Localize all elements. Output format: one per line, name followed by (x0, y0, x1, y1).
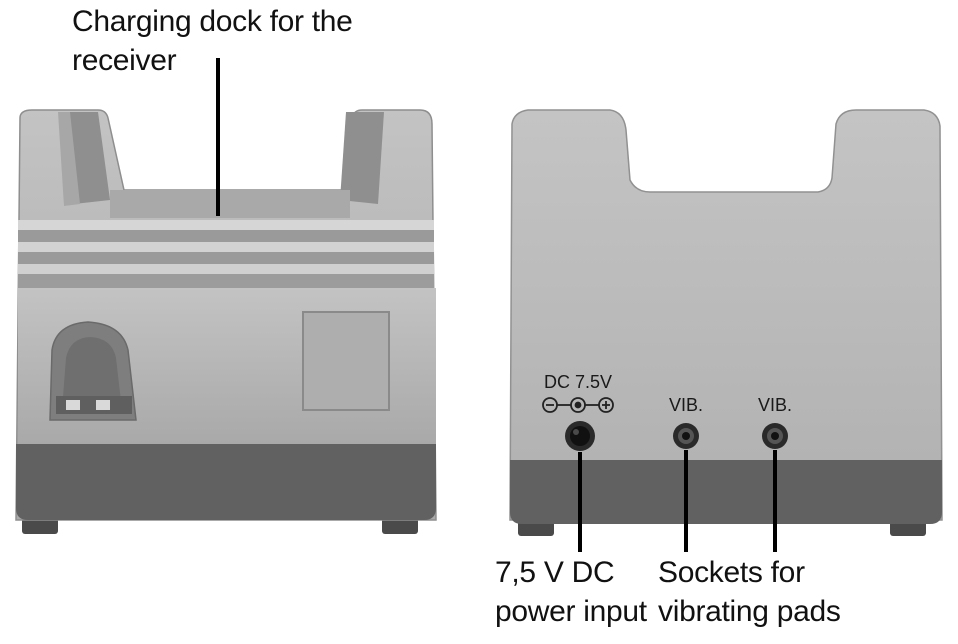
rib (18, 230, 434, 242)
rib (18, 242, 434, 252)
vib-socket-right (762, 423, 788, 449)
rib (18, 252, 434, 264)
receiver-dock-slot (110, 190, 350, 218)
dc-voltage-label: DC 7.5V (544, 372, 612, 392)
rib (18, 274, 434, 288)
charger-rear-view: DC 7.5V VIB. VIB. (509, 109, 943, 536)
callout-sockets-line1: Sockets for (658, 556, 805, 589)
callout-power-line1: 7,5 V DC (495, 556, 615, 589)
callout-dock-line2: receiver (72, 44, 177, 77)
rib (18, 220, 434, 230)
indicator-window (302, 311, 390, 411)
charger-base (16, 444, 436, 520)
callout-power-line2: power input (495, 595, 647, 628)
polarity-symbol (542, 397, 614, 413)
vib-socket-left (673, 423, 699, 449)
callout-power-input: 7,5 V DC power input (495, 553, 647, 631)
vib-label-right: VIB. (758, 395, 792, 415)
charger-base (510, 460, 942, 524)
charging-contact (66, 400, 80, 410)
vib-label-left: VIB. (669, 395, 703, 415)
charger-front-view (15, 109, 437, 534)
callout-sockets-line2: vibrating pads (658, 595, 841, 628)
rib (18, 264, 434, 274)
callout-vib-sockets: Sockets for vibrating pads (658, 553, 841, 631)
dc-power-jack (565, 421, 595, 451)
callout-charging-dock: Charging dock for the receiver (72, 2, 353, 80)
leader-lines (216, 58, 777, 552)
charging-contact (96, 400, 110, 410)
charger-back-body (509, 109, 943, 521)
callout-dock-line1: Charging dock for the (72, 5, 353, 38)
